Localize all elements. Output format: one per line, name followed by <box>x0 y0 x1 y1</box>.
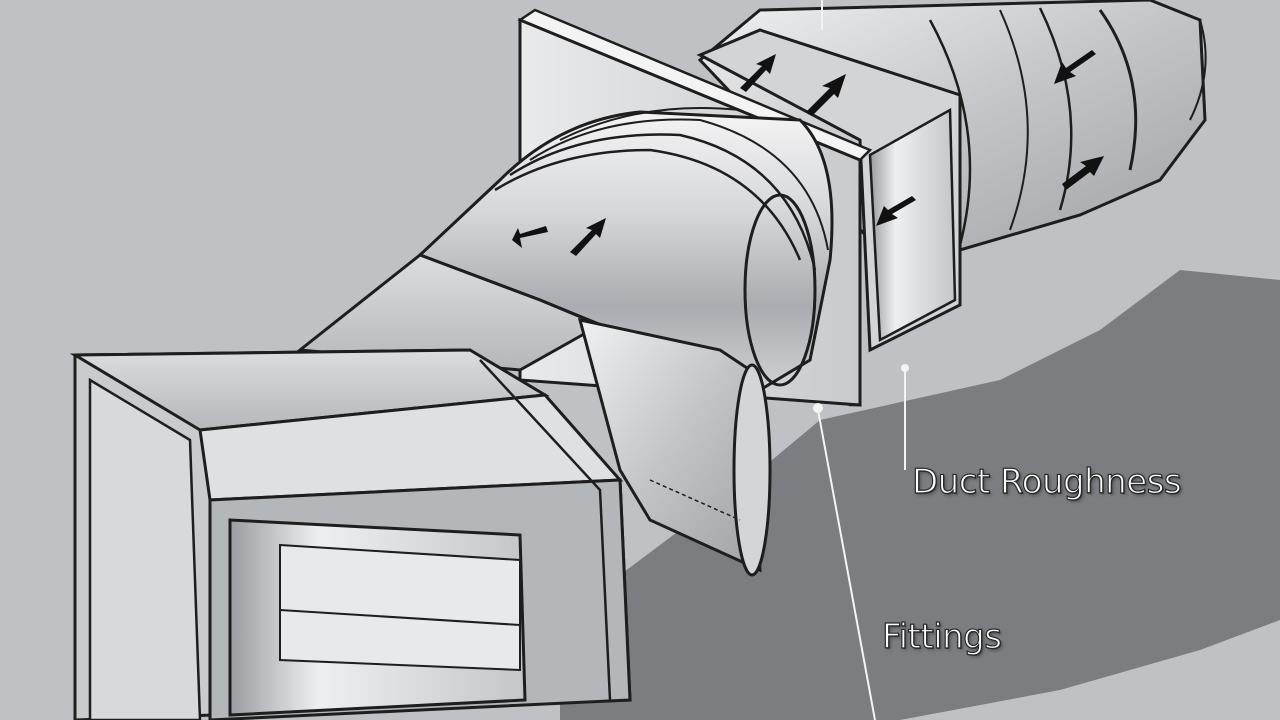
arrow-icon <box>876 196 916 226</box>
side-outlet-duct <box>577 318 772 577</box>
arrow-icon <box>806 74 846 116</box>
fittings-leader <box>817 409 876 720</box>
airflow-arrows <box>512 50 1104 256</box>
arrow-icon <box>512 226 548 248</box>
duct-roughness-label: Duct Roughness <box>911 461 1182 502</box>
floor-shadow <box>560 270 1280 720</box>
arrow-icon <box>1054 50 1096 84</box>
callout-leaders <box>813 0 909 720</box>
fittings-label: Fittings <box>881 616 1002 657</box>
fittings-leader-dot <box>813 403 823 413</box>
arrow-icon <box>1062 156 1104 190</box>
main-round-duct <box>417 107 834 392</box>
arrow-icon <box>740 54 776 92</box>
arrow-icon <box>570 218 606 256</box>
roughness-leader-dot <box>901 364 909 372</box>
front-plenum-box <box>69 348 632 720</box>
